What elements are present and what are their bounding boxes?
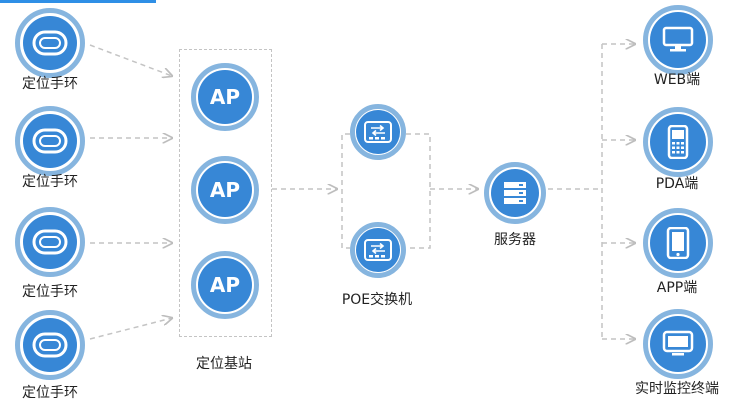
poe-switch-node-1 — [350, 104, 406, 160]
pda-client-node — [643, 107, 713, 177]
band-link-1 — [89, 44, 172, 76]
ap-group-box — [179, 49, 272, 337]
ap-label-3: AP — [209, 273, 241, 297]
ap-label-2: AP — [209, 178, 241, 202]
switch-bracket-right — [406, 133, 431, 249]
wristband-label-2: 定位手环 — [22, 174, 78, 190]
pda-icon — [667, 125, 689, 159]
terminal-icon — [662, 330, 694, 356]
tablet-icon — [666, 227, 690, 259]
wristband-icon — [32, 30, 68, 56]
web-client-node — [643, 5, 713, 75]
band-link-4 — [89, 318, 172, 340]
wristband-label-1: 定位手环 — [22, 76, 78, 92]
switch-bracket-left — [341, 133, 350, 249]
poe-switch-label: POE交换机 — [341, 292, 413, 308]
wristband-node-1 — [15, 8, 85, 78]
ap-node-3: AP — [191, 251, 259, 319]
wristband-icon — [32, 229, 68, 255]
poe-switch-node-2 — [350, 222, 406, 278]
app-client-label: APP端 — [656, 280, 698, 296]
web-client-label: WEB端 — [653, 72, 701, 88]
ap-node-1: AP — [191, 63, 259, 131]
ap-label-1: AP — [209, 85, 241, 109]
server-label: 服务器 — [494, 232, 536, 248]
ap-node-2: AP — [191, 156, 259, 224]
app-client-node — [643, 208, 713, 278]
terminal-client-label: 实时监控终端 — [635, 381, 719, 397]
ap-group-label: 定位基站 — [196, 356, 252, 372]
monitor-icon — [662, 26, 694, 52]
wristband-icon — [32, 128, 68, 154]
terminal-client-node — [643, 309, 713, 379]
wristband-label-3: 定位手环 — [22, 284, 78, 300]
top-accent-bar — [0, 0, 156, 3]
wristband-icon — [32, 332, 68, 358]
server-icon — [504, 182, 526, 204]
pda-client-label: PDA端 — [655, 176, 699, 192]
switch-icon — [364, 239, 392, 261]
wristband-label-4: 定位手环 — [22, 385, 78, 401]
wristband-node-4 — [15, 310, 85, 380]
server-node — [484, 162, 546, 224]
wristband-node-2 — [15, 106, 85, 176]
switch-icon — [364, 121, 392, 143]
wristband-node-3 — [15, 207, 85, 277]
